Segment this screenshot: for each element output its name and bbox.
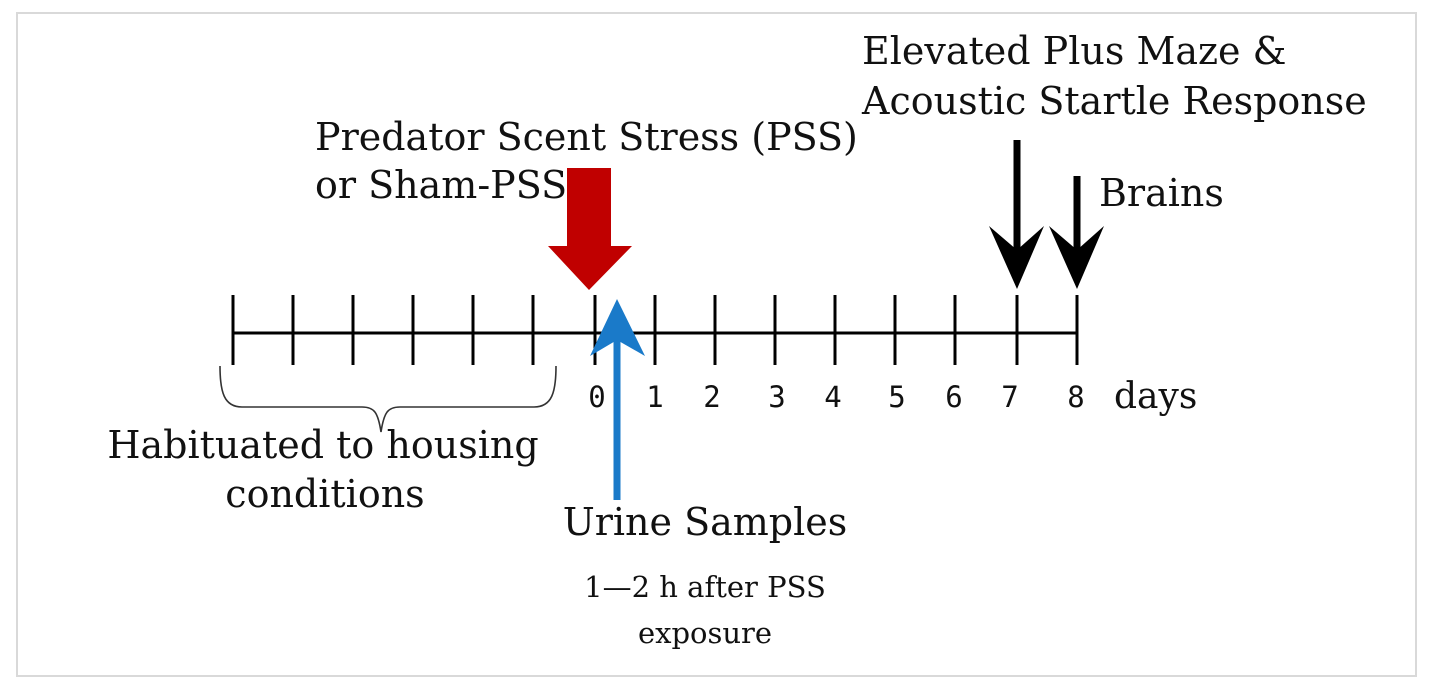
day-label-6: 6 [945,380,962,414]
pss-arrow-icon [548,168,632,290]
day-label-4: 4 [824,380,841,414]
pss-label-line2: or Sham-PSS [315,163,567,207]
epm-asr-arrow-icon [989,140,1044,289]
timeline-ticks [231,295,1079,365]
urine-label-sub-line1: 1—2 h after PSS [584,570,826,604]
habituation-brace [219,365,557,433]
urine-label-title: Urine Samples [563,500,848,544]
day-label-3: 3 [768,380,785,414]
brains-arrow-icon [1049,176,1104,289]
day-label-8: 8 [1067,380,1084,414]
urine-arrow-icon [590,299,645,500]
day-labels: 0 1 2 3 4 5 6 7 8 [588,380,1084,414]
day-label-5: 5 [888,380,905,414]
day-label-2: 2 [703,380,720,414]
day-label-7: 7 [1001,380,1018,414]
urine-label-sub-line2: exposure [638,616,772,650]
epm-label-line1: Elevated Plus Maze & [862,29,1286,73]
epm-label-line2: Acoustic Startle Response [861,79,1367,123]
figure-frame [16,12,1417,677]
day-label-1: 1 [646,380,663,414]
unit-label: days [1114,376,1197,417]
pss-label-line1: Predator Scent Stress (PSS) [315,115,858,159]
habituation-label-line1: Habituated to housing [107,423,538,467]
brains-label: Brains [1099,171,1224,215]
day-label-0: 0 [588,380,605,414]
habituation-label-line2: conditions [225,472,424,516]
